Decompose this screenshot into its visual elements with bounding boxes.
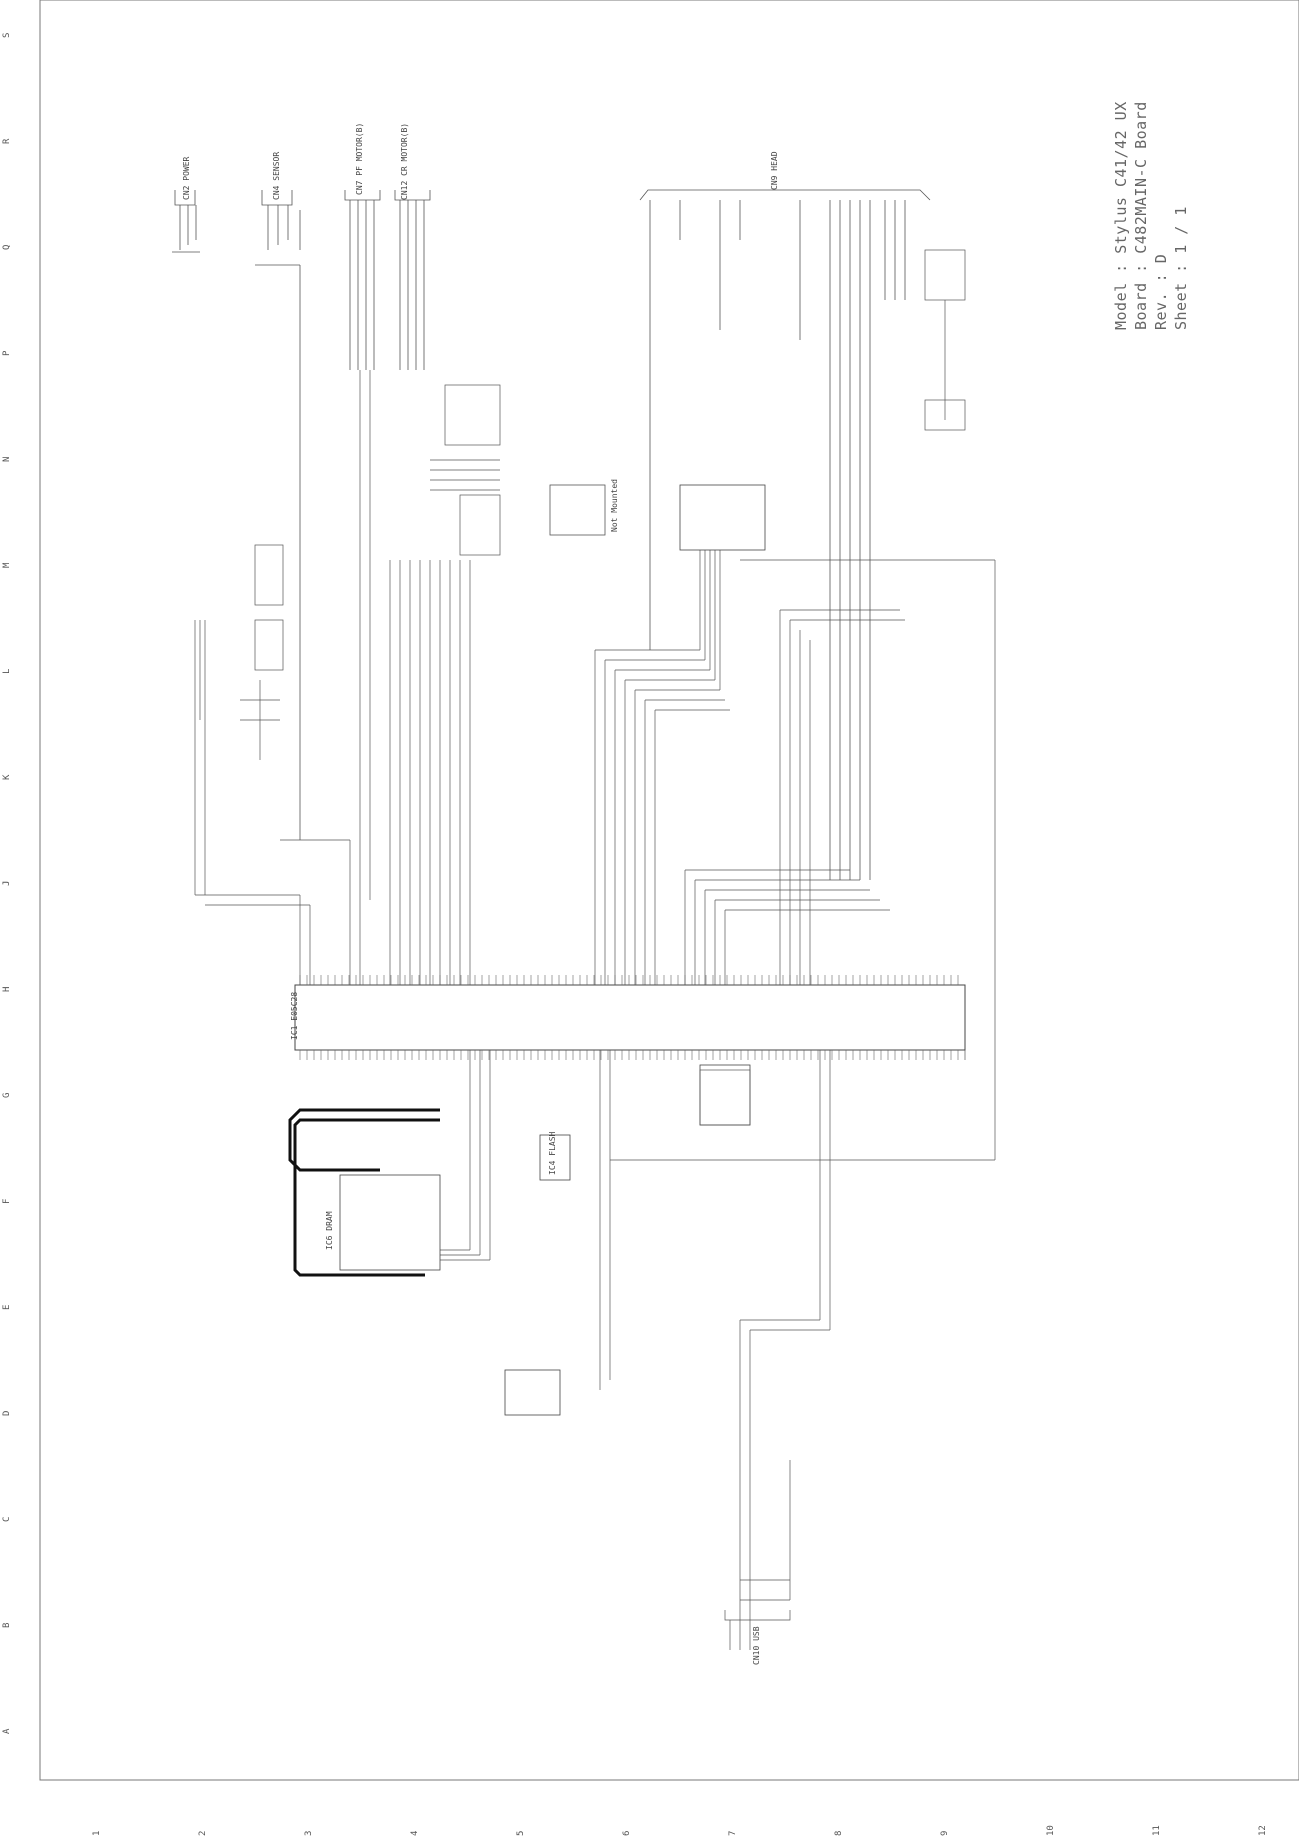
cn4-label: CN4 SENSOR — [272, 151, 281, 200]
sheet-border — [39, 0, 1299, 1781]
ruler-left-mark: G — [2, 1092, 12, 1098]
ruler-bottom-mark: 9 — [940, 1830, 950, 1836]
title-board: Board : C482MAIN-C Board — [1132, 101, 1150, 330]
connector-cn7 — [344, 190, 381, 370]
ic1-label: IC1 E05C28 — [290, 991, 299, 1040]
ruler-left-mark: R — [2, 138, 12, 144]
ruler-left-mark: F — [2, 1198, 12, 1204]
left-parts — [199, 544, 284, 760]
ruler-bottom-mark: 7 — [728, 1830, 738, 1836]
ruler-bottom-mark: 4 — [410, 1830, 420, 1836]
ruler-bottom-mark: 10 — [1046, 1825, 1056, 1836]
cn2-label: CN2 POWER — [182, 156, 191, 200]
ic1-body — [294, 984, 966, 1051]
ruler-left-mark: K — [2, 774, 12, 780]
ruler-bottom-mark: 1 — [92, 1830, 102, 1836]
ruler-left-mark: C — [2, 1516, 12, 1522]
ruler-left-mark: N — [2, 456, 12, 462]
title-model: Model : Stylus C41/42 UX — [1112, 101, 1130, 330]
ruler-bottom-mark: 3 — [304, 1830, 314, 1836]
usb-area — [724, 1460, 791, 1650]
not-mounted-label: Not Mounted — [610, 479, 619, 532]
ruler-left-mark: J — [2, 880, 12, 886]
ruler-left-mark: H — [2, 986, 12, 992]
ruler-bottom-mark: 11 — [1152, 1825, 1162, 1836]
ruler-bottom-mark: 12 — [1258, 1825, 1268, 1836]
connector-cn2 — [172, 190, 200, 253]
ruler-left-mark: Q — [2, 244, 12, 250]
head-driver-ic — [679, 484, 766, 551]
photo-sensor-group — [924, 249, 966, 431]
connector-cn9 — [639, 189, 931, 880]
ic6-body — [339, 1174, 441, 1271]
ruler-left-mark: B — [2, 1622, 12, 1628]
ic4-body — [539, 1134, 571, 1181]
ruler-left-mark: E — [2, 1304, 12, 1310]
osc-group — [699, 1069, 751, 1126]
ic4-label: IC4 FLASH — [548, 1131, 557, 1175]
ruler-left-mark: S — [2, 32, 12, 38]
connector-cn4 — [255, 190, 301, 840]
cn10-label: CN10 USB — [752, 1626, 761, 1665]
ruler-left-mark: L — [2, 668, 12, 674]
ruler-left-mark: A — [2, 1728, 12, 1734]
motor-driver-group — [430, 384, 501, 556]
ruler-bottom-mark: 5 — [516, 1830, 526, 1836]
title-sheet: Sheet : 1 / 1 — [1172, 206, 1190, 330]
cn7-label: CN7 PF MOTOR(B) — [355, 122, 364, 195]
cn9-label: CN9 HEAD — [770, 151, 779, 190]
ic1-pins-top — [299, 975, 959, 985]
ruler-left-mark: D — [2, 1410, 12, 1416]
ruler-bottom-mark: 8 — [834, 1830, 844, 1836]
lower-ics — [504, 1064, 751, 1416]
not-mounted-box — [549, 484, 606, 536]
ruler-bottom-mark: 2 — [198, 1830, 208, 1836]
title-rev: Rev. : D — [1152, 253, 1170, 330]
ruler-left-mark: P — [2, 350, 12, 356]
ic6-label: IC6 DRAM — [325, 1211, 334, 1250]
signal-lines — [194, 370, 996, 1650]
ruler-bottom-mark: 6 — [622, 1830, 632, 1836]
ic1-pins-bottom — [299, 1050, 959, 1060]
cn12-label: CN12 CR MOTOR(B) — [400, 122, 409, 200]
connector-cn12 — [394, 190, 431, 370]
ruler-left-mark: M — [2, 562, 12, 568]
memory-bus — [288, 1108, 440, 1277]
